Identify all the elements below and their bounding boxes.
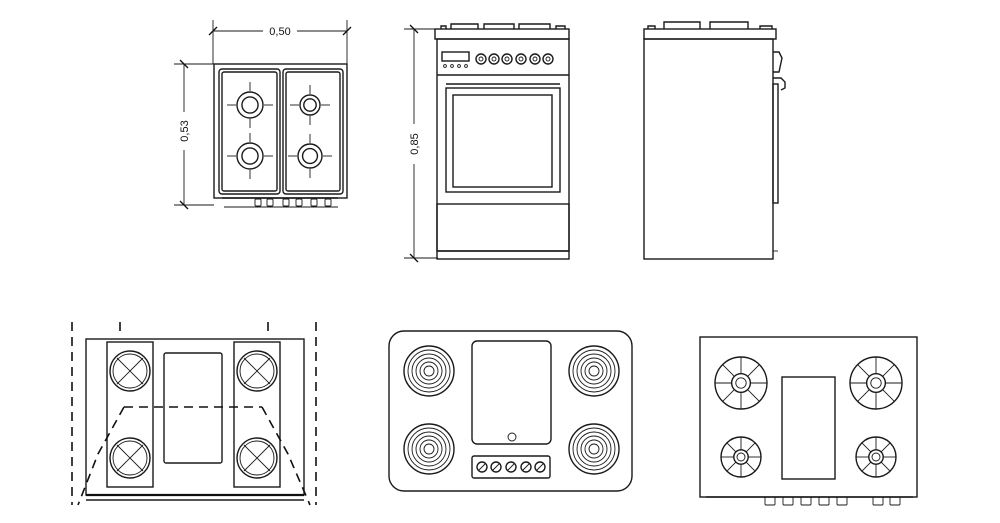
cooktop-indicator [507,432,517,442]
hob-burner [288,134,332,178]
burner-column-right [233,341,281,488]
control-knob [520,461,532,473]
plan-burner [236,350,278,392]
cooker-side-elevation [643,21,786,260]
star-burner [714,356,768,410]
storage-drawer [436,203,570,252]
coil-zone [403,345,455,397]
side-door-handle [772,83,779,204]
center-griddle [163,352,223,464]
control-knob [295,198,303,207]
hob-edge [434,28,570,40]
hob-burner [290,85,330,125]
coil-zones [403,345,620,475]
control-knob [782,496,794,506]
pan-support-left [218,68,281,195]
range-outline [699,336,918,498]
gas-hob-top-view: 0,50 0,53 [174,20,352,210]
burner-column-left [106,341,154,488]
plan-burner [236,437,278,479]
range-griddle [781,376,836,480]
hob-burner [227,82,273,128]
plan-burner [109,350,151,392]
coil-zone [568,423,620,475]
control-knob [872,496,884,506]
control-knob [310,198,318,207]
width-dimension-label: 0,50 [269,26,290,38]
range-knobs [764,496,901,506]
control-knob [534,461,546,473]
hob-control-knobs [254,198,332,207]
star-burner [849,356,903,410]
control-knob [266,198,274,207]
control-knob [889,496,901,506]
control-knob [836,496,848,506]
width-dimension: 0,50 [208,20,352,64]
control-knob [254,198,262,207]
control-knob [324,198,332,207]
cooktop-knobs [476,461,546,473]
hob-burner [227,133,273,179]
side-body [643,38,774,260]
hob-plan-projection [71,322,317,506]
front-control-knobs [475,53,554,65]
control-knob [542,53,554,65]
pan-support-right [282,68,344,195]
depth-dimension-label: 0,53 [179,120,191,141]
control-knob [800,496,812,506]
coil-zone [403,423,455,475]
control-knob [818,496,830,506]
star-burner [720,436,762,478]
control-knob [529,53,541,65]
control-knob [282,198,290,207]
control-knob [505,461,517,473]
height-dimension: 0,85 [404,24,438,263]
height-dimension-label: 0,85 [409,133,421,154]
cooker-body [436,38,570,260]
electric-cooktop [388,330,633,492]
depth-dimension: 0,53 [174,59,214,210]
control-knob [476,461,488,473]
star-burners [714,356,903,478]
gas-range-top [699,336,918,506]
control-knob [475,53,487,65]
oven-window [452,94,553,188]
display-panel [441,51,470,62]
control-knob [488,53,500,65]
cooker-front-elevation: 0,85 [404,23,570,263]
plan-burner [109,437,151,479]
plan-burners [109,350,278,479]
coil-zone [568,345,620,397]
star-burner [855,436,897,478]
cooktop-center-zone [471,340,552,445]
control-knob [515,53,527,65]
control-knob [501,53,513,65]
control-knob [490,461,502,473]
oven-door [445,87,561,193]
cooktop-outline [388,330,633,492]
hob-burners [227,82,332,179]
control-knob [764,496,776,506]
cooktop-control-strip [471,455,551,479]
